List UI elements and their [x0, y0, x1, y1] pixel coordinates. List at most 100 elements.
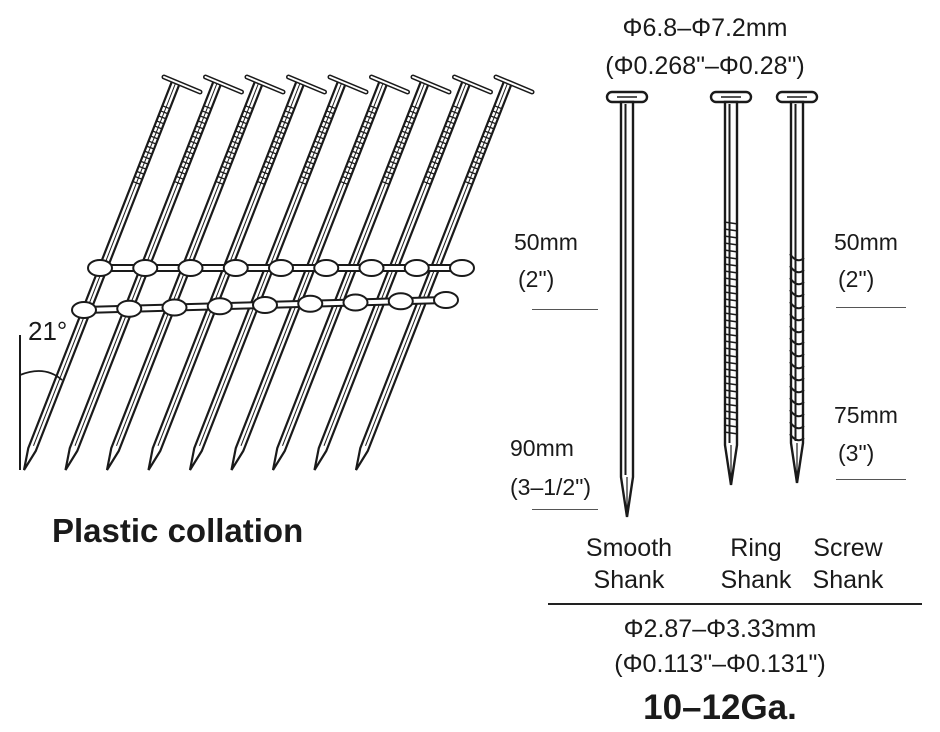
- shank-label-screw-line1: Screw: [813, 534, 883, 562]
- ring-mark: [723, 347, 739, 351]
- nail-ring-mark: [357, 135, 366, 140]
- nail-head-highlight: [412, 76, 450, 93]
- length-right-short-metric: 50mm: [834, 229, 898, 255]
- nail-head-highlight: [287, 76, 326, 93]
- nail-ring-mark: [160, 110, 169, 115]
- ring-mark: [723, 410, 739, 414]
- nail-ring-mark: [365, 115, 374, 120]
- screw-thread: [789, 253, 805, 262]
- ring-mark: [723, 361, 739, 365]
- nail-ring-mark: [306, 160, 315, 165]
- nail-ring-mark: [320, 125, 329, 130]
- nail-head-highlight: [204, 76, 243, 93]
- nail-ring-mark: [448, 115, 457, 120]
- nail-body: [619, 100, 635, 518]
- nail-ring-mark: [345, 165, 354, 170]
- nail-ring-mark: [492, 110, 501, 115]
- length-left-short-rule: [532, 309, 598, 310]
- nail-head-highlight: [370, 76, 409, 93]
- nail-ring-mark: [428, 165, 437, 170]
- nail-ring-mark: [148, 140, 157, 145]
- nail-ring-mark: [470, 165, 479, 170]
- collation-clip: [87, 259, 113, 277]
- nail-ring-mark: [272, 140, 281, 145]
- ring-mark: [723, 291, 739, 295]
- nail-ring-mark: [132, 180, 141, 185]
- nail-ring-mark: [231, 140, 240, 145]
- collation-clip: [177, 259, 204, 277]
- nail-ring-mark: [466, 175, 475, 180]
- collation-clip: [342, 293, 369, 312]
- nail-ring-mark: [156, 120, 165, 125]
- nail-ring-mark: [397, 140, 406, 145]
- screw-thread: [789, 313, 805, 322]
- collation-clip: [132, 259, 159, 277]
- length-left-long-rule: [532, 509, 598, 510]
- collated-nail-strip: [22, 74, 535, 471]
- ring-mark: [723, 277, 739, 281]
- length-right-long-metric: 75mm: [834, 402, 898, 428]
- collated-nail: [354, 74, 535, 471]
- nail-ring-mark: [409, 110, 418, 115]
- nail-ring-mark: [235, 130, 244, 135]
- shank-label-ring-line2: Shank: [720, 566, 792, 594]
- length-right-long-imperial: (3"): [838, 440, 875, 466]
- ring-mark: [723, 249, 739, 253]
- nail-ring-mark: [426, 170, 435, 175]
- nail-ring-mark: [387, 165, 396, 170]
- ring-mark: [723, 417, 739, 421]
- ring-shank-nail: [709, 90, 753, 486]
- nail-ring-mark: [322, 120, 331, 125]
- nail-ring-mark: [266, 155, 275, 160]
- nail-ring-mark: [282, 115, 291, 120]
- nail-ring-mark: [468, 170, 477, 175]
- nail-ring-mark: [484, 130, 493, 135]
- nail-ring-mark: [411, 105, 420, 110]
- nail-ring-mark: [280, 120, 289, 125]
- nail-ring-mark: [201, 110, 210, 115]
- ring-mark: [723, 221, 739, 225]
- nail-ring-mark: [341, 175, 350, 180]
- nail-ring-mark: [284, 110, 293, 115]
- nail-ring-mark: [407, 115, 416, 120]
- screw-thread: [789, 277, 805, 286]
- nail-ring-mark: [328, 105, 337, 110]
- nail-ring-mark: [223, 160, 232, 165]
- nail-ring-mark: [464, 180, 473, 185]
- ring-mark: [723, 340, 739, 344]
- screw-thread: [789, 289, 805, 298]
- length-left-long-imperial: (3–1/2"): [510, 474, 592, 500]
- nail-ring-mark: [312, 145, 321, 150]
- nail-ring-mark: [195, 125, 204, 130]
- nail-ring-mark: [241, 115, 250, 120]
- nail-ring-mark: [450, 110, 459, 115]
- screw-thread: [789, 433, 805, 442]
- ring-mark: [723, 403, 739, 407]
- nail-shank-line: [323, 81, 467, 446]
- shank-diameter-imperial: (Φ0.113"–Φ0.131"): [614, 650, 826, 678]
- length-right-long-rule: [836, 479, 906, 480]
- nail-ring-mark: [314, 140, 323, 145]
- gauge-label: 10–12Ga.: [643, 688, 797, 727]
- collation-clip: [116, 299, 143, 318]
- nail-ring-mark: [175, 175, 184, 180]
- nail-ring-mark: [136, 170, 145, 175]
- nail-ring-mark: [434, 150, 443, 155]
- nail-ring-mark: [308, 155, 317, 160]
- ring-mark: [723, 242, 739, 246]
- nail-ring-mark: [316, 135, 325, 140]
- collation-title: Plastic collation: [52, 512, 304, 549]
- nail-ring-mark: [310, 150, 319, 155]
- nail-ring-mark: [217, 175, 226, 180]
- nail-ring-mark: [264, 160, 273, 165]
- shank-label-screw-line2: Shank: [812, 566, 884, 594]
- nail-ring-mark: [276, 130, 285, 135]
- nail-ring-mark: [423, 180, 431, 185]
- screw-thread: [789, 385, 805, 394]
- ring-mark: [723, 354, 739, 358]
- nail-ring-mark: [225, 155, 234, 160]
- nail-ring-mark: [298, 180, 307, 185]
- nail-head-highlight: [495, 76, 533, 93]
- nail-ring-mark: [480, 140, 489, 145]
- nail-ring-mark: [403, 125, 412, 130]
